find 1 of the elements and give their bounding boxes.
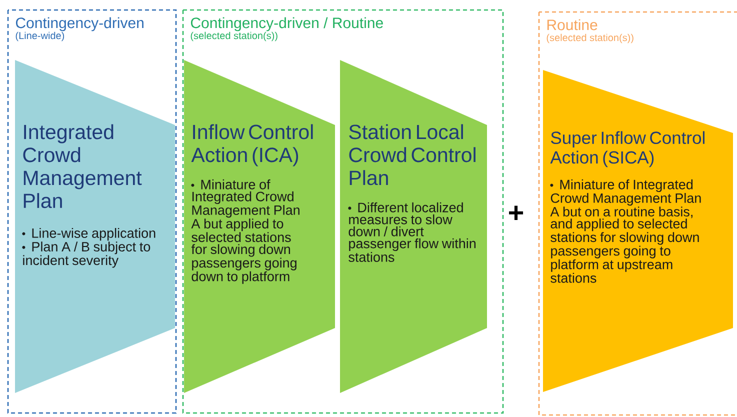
plus-sign: + [509,206,524,220]
